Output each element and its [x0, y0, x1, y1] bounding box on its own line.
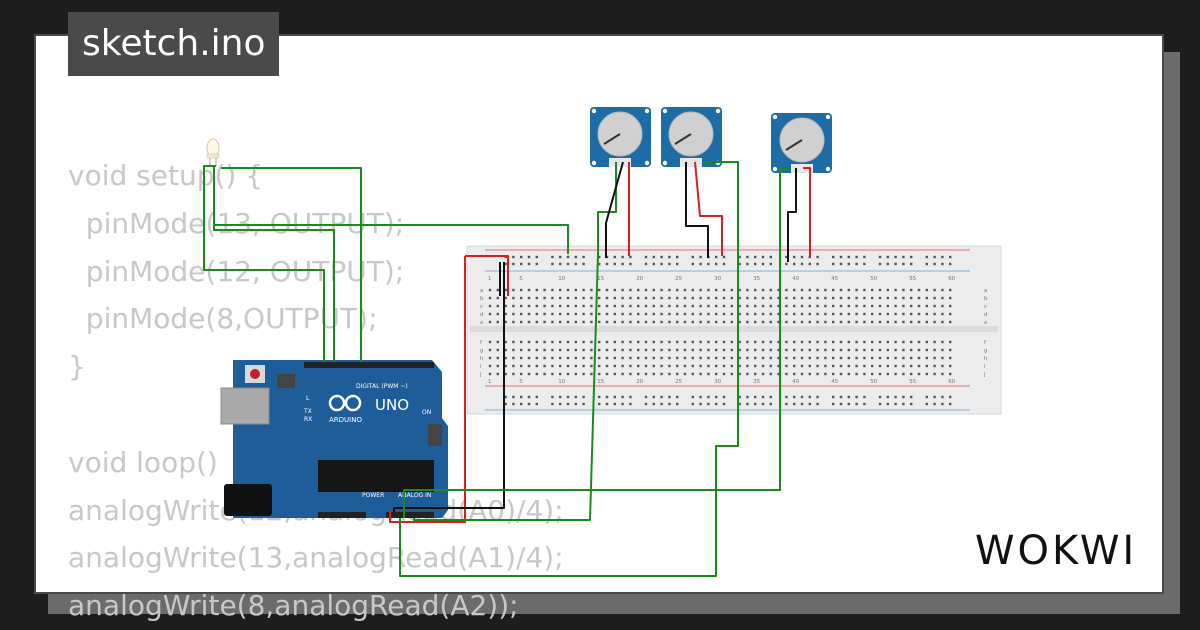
row-letter: c	[480, 304, 483, 310]
column-number: 50	[870, 379, 877, 385]
column-number: 25	[675, 379, 682, 385]
column-number: 45	[831, 379, 838, 385]
potentiometer-1	[590, 107, 651, 167]
wires	[203, 161, 811, 577]
row-letter: b	[984, 296, 988, 302]
column-number: 60	[948, 276, 955, 282]
analog-label: ANALOG IN	[398, 492, 431, 499]
column-number: 1	[488, 276, 492, 282]
code-line: analogWrite(8,analogRead(A2));	[68, 589, 519, 623]
row-letter: j	[479, 372, 482, 378]
code-line: analogWrite(13,analogRead(A1)/4);	[68, 541, 564, 575]
column-number: 55	[909, 276, 916, 282]
column-number: 20	[636, 379, 643, 385]
row-letter: a	[480, 288, 483, 294]
column-number: 10	[558, 276, 565, 282]
sketch-title: sketch.ino	[68, 12, 280, 76]
row-letter: f	[480, 340, 483, 346]
digital-label: DIGITAL (PWM ~)	[356, 383, 408, 390]
led	[206, 138, 220, 166]
row-letter: b	[480, 296, 484, 302]
column-number: 40	[792, 276, 799, 282]
column-number: 30	[714, 379, 721, 385]
row-letter: h	[480, 356, 484, 362]
row-letter: d	[480, 312, 484, 318]
column-number: 25	[675, 276, 682, 282]
column-number: 50	[870, 276, 877, 282]
column-number: 45	[831, 276, 838, 282]
rx-label: RX	[304, 416, 312, 423]
breadboard: 1155101015152020252530303535404045455050…	[466, 245, 1002, 415]
code-line: void loop()	[68, 445, 218, 479]
row-letter: c	[984, 304, 987, 310]
power-label: POWER	[362, 492, 384, 499]
row-letter: a	[984, 288, 987, 294]
code-line: }	[68, 350, 86, 384]
on-label: ON	[422, 409, 431, 416]
uno-logo-text: UNO	[375, 396, 409, 414]
column-number: 5	[519, 276, 523, 282]
potentiometer-2	[661, 107, 722, 167]
code-line: pinMode(12, OUTPUT);	[68, 254, 405, 288]
column-number: 20	[636, 276, 643, 282]
row-letter: h	[984, 356, 988, 362]
column-number: 30	[714, 276, 721, 282]
column-number: 5	[519, 379, 523, 385]
column-number: 35	[753, 379, 760, 385]
code-line: pinMode(13, OUTPUT);	[68, 206, 405, 240]
row-letter: i	[480, 364, 482, 370]
wokwi-logo: WOKWI	[975, 528, 1138, 574]
tx-label: TX	[303, 408, 312, 415]
arduino-logo-icon	[328, 394, 362, 412]
l-label: L	[306, 395, 310, 402]
arduino-brand-text: ARDUINO	[329, 416, 362, 424]
column-number: 60	[948, 379, 955, 385]
row-letter: i	[984, 364, 986, 370]
row-letter: d	[984, 312, 988, 318]
potentiometer-3	[771, 113, 832, 173]
column-number: 35	[753, 276, 760, 282]
column-number: 15	[597, 276, 604, 282]
arduino-uno: DIGITAL (PWM ~) POWER ANALOG IN UNO ARDU…	[220, 360, 448, 518]
row-letter: f	[984, 340, 987, 346]
row-letter: g	[984, 348, 988, 354]
code-line: pinMode(8,OUTPUT);	[68, 302, 378, 336]
column-number: 1	[488, 379, 492, 385]
row-letter: e	[480, 320, 484, 326]
row-letter: j	[983, 372, 986, 378]
row-letter: g	[480, 348, 484, 354]
row-letter: e	[984, 320, 988, 326]
column-number: 40	[792, 379, 799, 385]
column-number: 55	[909, 379, 916, 385]
column-number: 15	[597, 379, 604, 385]
column-number: 10	[558, 379, 565, 385]
